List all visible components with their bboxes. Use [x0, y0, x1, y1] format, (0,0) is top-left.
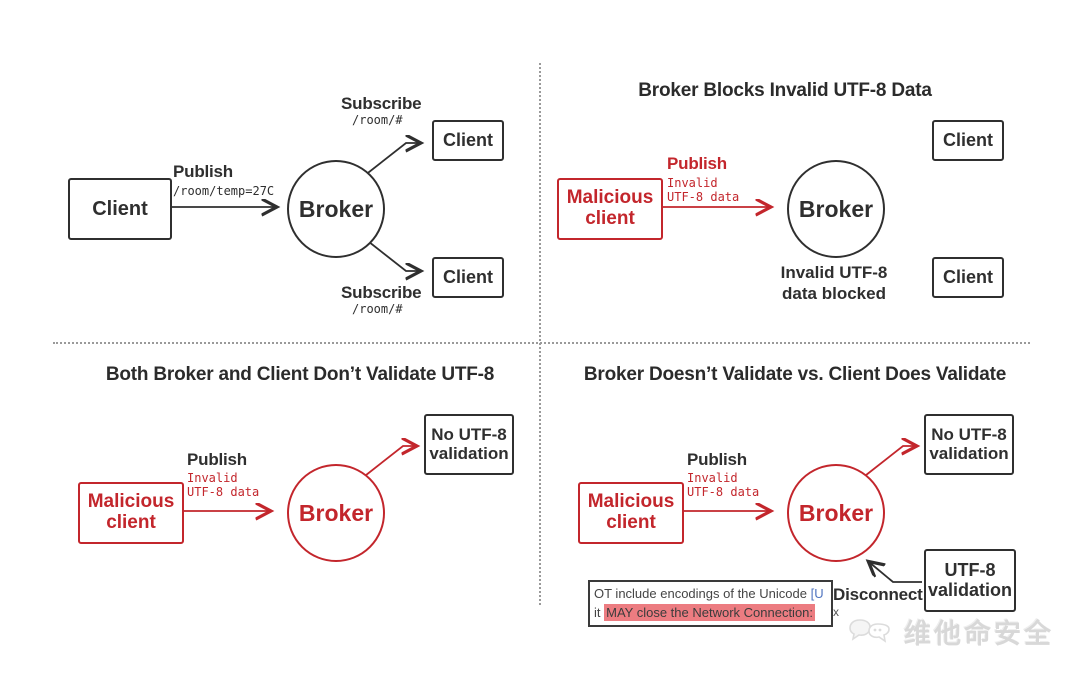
spec-snippet-line1-text: OT include encodings of the Unicode: [594, 586, 811, 601]
br-malicious-client-label: Malicious client: [587, 491, 675, 533]
tr-client-top-box: Client: [932, 120, 1004, 161]
br-validation-box: UTF-8 validation: [924, 549, 1016, 612]
watermark: 维他命安全: [848, 612, 1054, 651]
tl-subscribe-bottom-arrow: [363, 237, 420, 271]
tl-client-bottom-label: Client: [442, 266, 493, 287]
br-no-validation-box: No UTF-8 validation: [924, 414, 1014, 475]
tl-subscribe-top-arrow: [363, 143, 420, 177]
tr-title: Broker Blocks Invalid UTF-8 Data: [638, 80, 932, 101]
tr-broker-circle: Broker: [787, 160, 885, 258]
watermark-text: 维他命安全: [904, 619, 1054, 649]
br-malicious-client-box: Malicious client: [578, 482, 684, 544]
tr-malicious-client-label: Malicious client: [566, 187, 654, 229]
bl-broker-label: Broker: [298, 499, 374, 526]
bl-no-validation-label: No UTF-8 validation: [429, 424, 509, 463]
bl-no-validation-arrow: [360, 446, 416, 480]
vertical-divider: [539, 63, 541, 605]
horizontal-divider: [53, 342, 1030, 344]
tl-publish-topic: /room/temp=27C: [173, 184, 275, 198]
br-broker-circle: Broker: [787, 464, 885, 562]
spec-snippet-line1: OT include encodings of the Unicode [U: [594, 585, 829, 604]
tl-client-box: Client: [68, 178, 172, 240]
tr-payload-line1: Invalid: [667, 176, 718, 190]
br-payload-line2: UTF-8 data: [687, 485, 760, 499]
bl-title: Both Broker and Client Don’t Validate UT…: [105, 364, 495, 385]
tr-client-top-label: Client: [942, 129, 993, 150]
bl-malicious-client-label: Malicious client: [87, 491, 175, 533]
spec-snippet-box: OT include encodings of the Unicode [U i…: [588, 580, 833, 627]
br-title: Broker Doesn’t Validate vs. Client Does …: [583, 364, 1007, 385]
bl-malicious-client-box: Malicious client: [78, 482, 184, 544]
watermark-logo-icon: [849, 618, 890, 643]
br-publish-label: Publish: [687, 450, 747, 469]
tl-broker-circle: Broker: [287, 160, 385, 258]
tr-payload-line2: UTF-8 data: [667, 190, 740, 204]
tr-publish-label: Publish: [667, 154, 727, 173]
bl-publish-label: Publish: [187, 450, 247, 469]
bl-broker-circle: Broker: [287, 464, 385, 562]
tr-blocked-line2: data blocked: [782, 284, 886, 304]
tl-subscribe-top-topic: /room/#: [352, 113, 403, 127]
tl-client-top-box: Client: [432, 120, 504, 161]
tl-subscribe-bottom-label: Subscribe: [341, 283, 422, 302]
spec-snippet-highlight: MAY close the Network Connection:: [604, 603, 816, 621]
br-validation-label: UTF-8 validation: [927, 559, 1012, 600]
bl-payload-line2: UTF-8 data: [187, 485, 260, 499]
tl-subscribe-top-label: Subscribe: [341, 94, 422, 113]
tl-broker-label: Broker: [298, 195, 374, 222]
tl-client-bottom-box: Client: [432, 257, 504, 298]
tr-client-bottom-label: Client: [942, 266, 993, 287]
tr-broker-label: Broker: [798, 195, 874, 222]
tr-blocked-caption: Invalid UTF-8 data blocked: [764, 262, 904, 305]
bl-payload-line1: Invalid: [187, 471, 238, 485]
tl-subscribe-bottom-topic: /room/#: [352, 302, 403, 316]
spec-snippet-line2-prefix: it: [594, 604, 605, 620]
spec-snippet-link: [U: [810, 586, 824, 601]
tl-publish-label: Publish: [173, 162, 233, 181]
bl-no-validation-box: No UTF-8 validation: [424, 414, 514, 475]
tr-malicious-client-box: Malicious client: [557, 178, 663, 240]
tl-client-top-label: Client: [442, 129, 493, 150]
br-disconnect-arrow: [869, 562, 922, 583]
tl-client-label: Client: [92, 198, 148, 220]
br-disconnect-label: Disconnect: [833, 585, 923, 604]
br-payload-line1: Invalid: [687, 471, 738, 485]
br-no-validation-arrow: [860, 446, 916, 480]
br-disconnect-sub: x: [833, 605, 839, 619]
spec-snippet-line2: it MAY close the Network Connection:: [594, 603, 829, 623]
br-broker-label: Broker: [798, 499, 874, 526]
tr-client-bottom-box: Client: [932, 257, 1004, 298]
br-no-validation-label: No UTF-8 validation: [929, 424, 1009, 463]
tr-blocked-line1: Invalid UTF-8: [780, 263, 888, 282]
